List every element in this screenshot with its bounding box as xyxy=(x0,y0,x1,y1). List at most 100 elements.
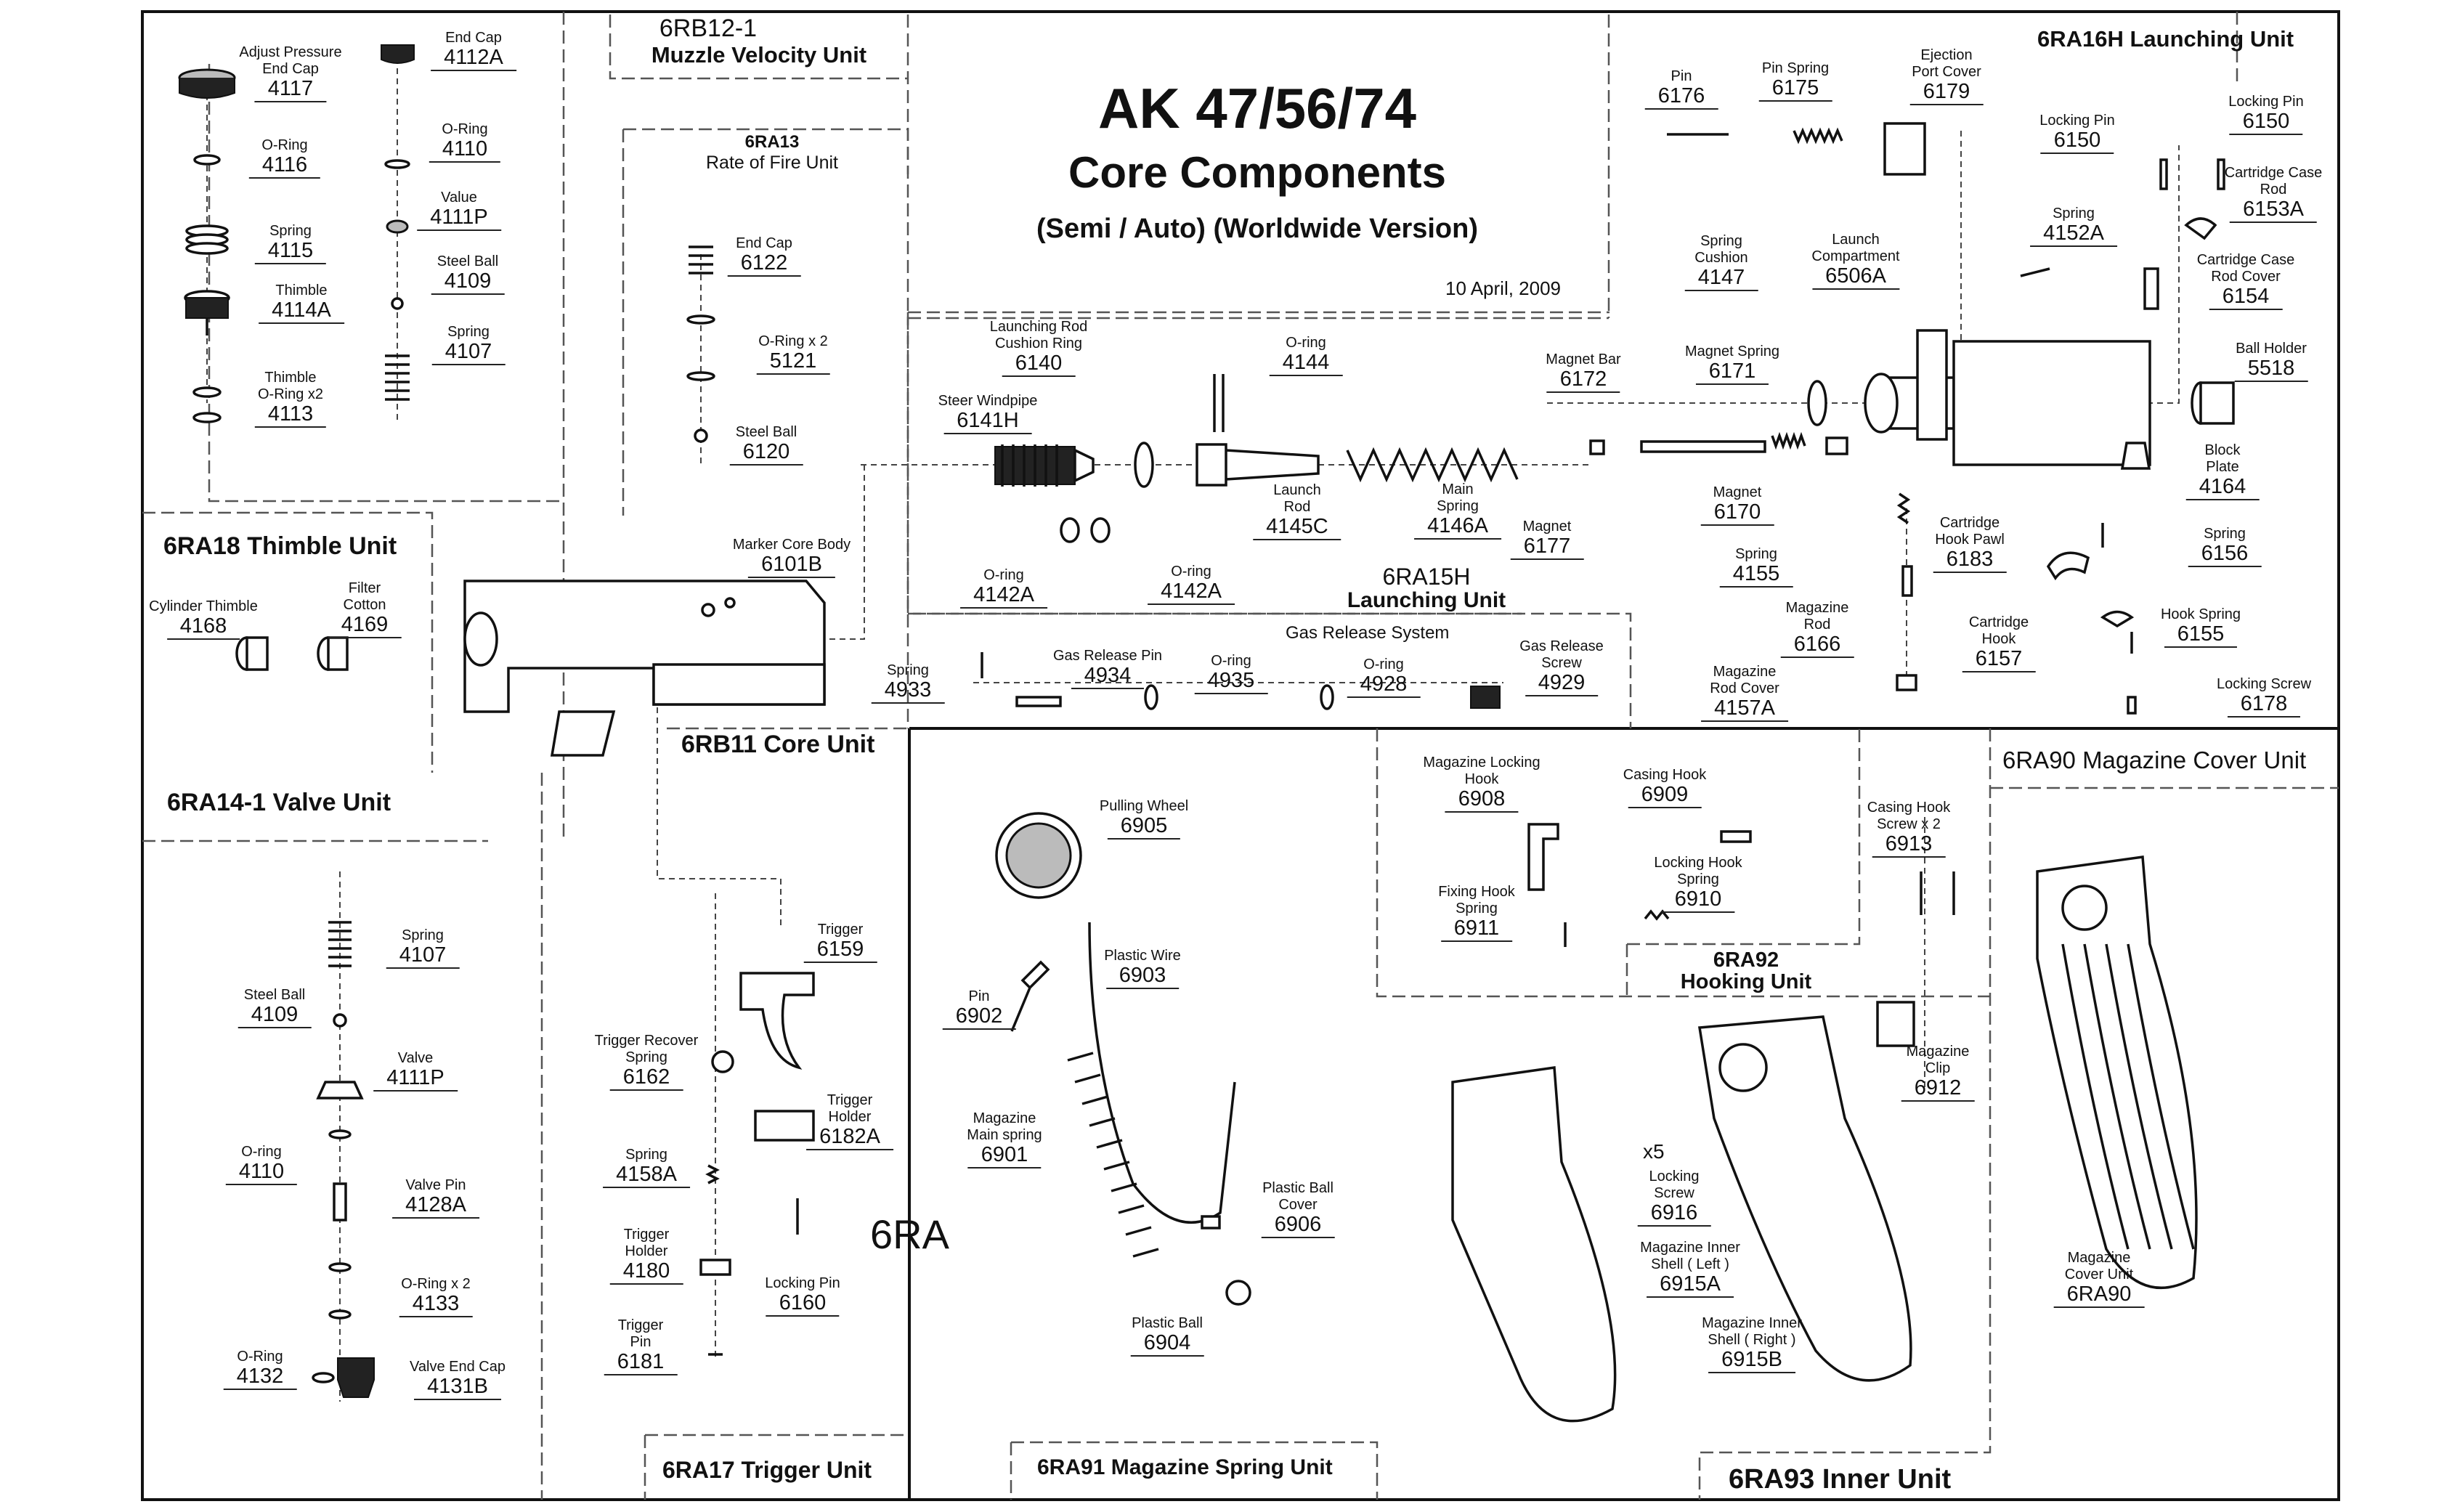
part-number: 6903 xyxy=(1105,965,1180,989)
part-name: O-Ring x 2 xyxy=(401,1276,471,1292)
part-name-line2: Rod xyxy=(2260,182,2287,198)
part-number: 4110 xyxy=(225,1161,298,1185)
part-number: 6177 xyxy=(1510,536,1584,560)
part-number: 4132 xyxy=(223,1366,297,1390)
part-number: 6141H xyxy=(943,410,1032,434)
part-number: 6150 xyxy=(2040,130,2114,154)
part-number: 4107 xyxy=(431,341,506,365)
part-name: Spring xyxy=(2204,526,2246,542)
part-number: 4109 xyxy=(238,1004,312,1028)
part-name-line2: Hook xyxy=(1464,771,1499,787)
part-name-line2: Cover xyxy=(1278,1197,1318,1213)
part-name: Adjust Pressure xyxy=(239,44,342,60)
part-number: 4109 xyxy=(431,271,505,295)
part-name-line2: Pin xyxy=(630,1334,651,1350)
part-name-line2: Screw xyxy=(1654,1185,1694,1201)
part-number: 6154 xyxy=(2209,286,2283,310)
part-number: 4142A xyxy=(1148,581,1235,605)
part-name: Hook Spring xyxy=(2160,606,2241,622)
part-name: End Cap xyxy=(445,30,502,46)
edition-label: (Semi / Auto) (Worldwide Version) xyxy=(1036,214,1479,244)
part-number: 4146A xyxy=(1414,516,1501,540)
part-name: Ejection xyxy=(1920,47,1973,63)
part-number: 6910 xyxy=(1661,889,1735,913)
thimble-unit-art xyxy=(178,44,415,423)
part-number: 4131B xyxy=(414,1376,501,1400)
part-number: 4147 xyxy=(1684,267,1758,291)
part-name: Spring xyxy=(269,223,312,239)
part-name: Steel Ball xyxy=(735,424,797,440)
part-name: Cartridge Case xyxy=(2224,165,2323,181)
gas-release-system-label: Gas Release System xyxy=(1286,623,1450,643)
part-number: 4115 xyxy=(254,240,327,264)
magazine-shell-art xyxy=(1451,855,2198,1423)
part-name: Plastic Ball xyxy=(1262,1180,1333,1196)
part-name-line2: Main spring xyxy=(967,1127,1042,1143)
part-number: 4933 xyxy=(871,680,945,704)
part-number: 4158A xyxy=(603,1164,690,1188)
part-name-line2: Holder xyxy=(625,1243,668,1259)
magazine-spring-art xyxy=(995,812,1251,1306)
part-number: 4144 xyxy=(1269,352,1343,376)
part-number: 4157A xyxy=(1701,698,1788,722)
part-name: Steel Ball xyxy=(243,987,306,1003)
unit-ra14-label: 6RA14-1 Valve Unit xyxy=(167,789,391,816)
part-number: 5518 xyxy=(2234,358,2308,382)
part-name: Spring xyxy=(402,927,444,943)
part-number: 4107 xyxy=(386,945,460,969)
part-name: Trigger xyxy=(827,1092,873,1108)
unit-ra93-label: 6RA93 Inner Unit xyxy=(1729,1464,1952,1495)
part-name-line2: Rod Cover xyxy=(2211,269,2281,285)
part-name: Locking Hook xyxy=(1654,855,1742,871)
part-name-line2: Rod xyxy=(1283,499,1311,515)
marker-core-body-art xyxy=(463,580,826,757)
part-name: Pin Spring xyxy=(1761,60,1830,76)
part-name: Magazine xyxy=(1785,600,1849,616)
part-name-line2: Shell ( Right ) xyxy=(1708,1332,1796,1348)
part-number: 6913 xyxy=(1872,834,1946,858)
hooking-unit-art xyxy=(1527,823,1955,947)
part-name: Magnet xyxy=(1522,519,1572,535)
part-name: Launch xyxy=(1273,482,1321,498)
part-name: Ball Holder xyxy=(2236,341,2307,357)
part-name: Gas Release Pin xyxy=(1052,648,1163,664)
diagram-subtitle: Core Components xyxy=(1068,148,1447,197)
part-name: O-ring xyxy=(241,1144,282,1160)
part-name-line2: Compartment xyxy=(1811,248,1900,264)
part-name: Magnet Spring xyxy=(1684,344,1780,359)
part-name: Magazine Locking xyxy=(1423,755,1540,771)
part-number: 6RA90 xyxy=(2053,1284,2145,1308)
date-label: 10 April, 2009 xyxy=(1445,277,1562,299)
part-number: 6912 xyxy=(1901,1078,1975,1102)
part-name: O-ring xyxy=(1211,653,1251,669)
part-name: O-Ring xyxy=(442,121,488,137)
